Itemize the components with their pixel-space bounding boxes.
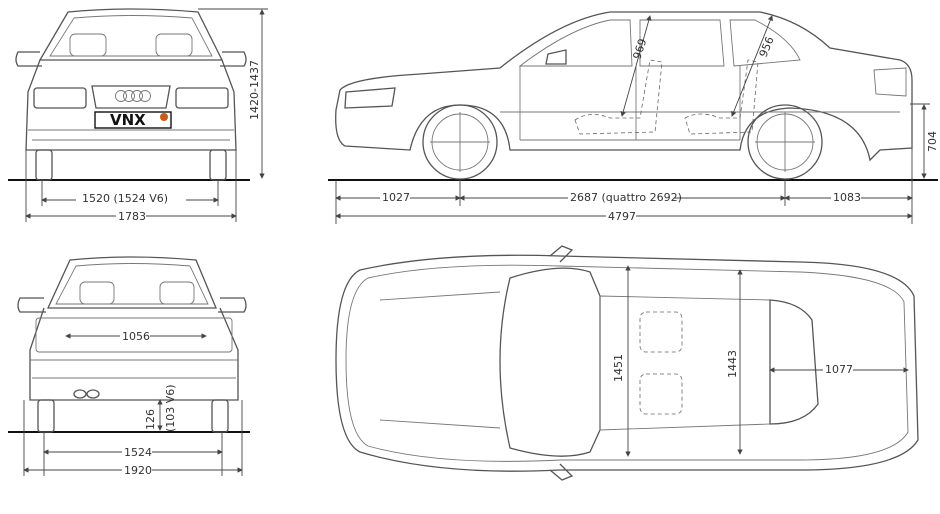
front-width-label: 1783	[118, 210, 146, 223]
front-left-wheel	[35, 149, 53, 181]
front-view: VNX 1420-1437 1520 (1524 V6) 1783	[8, 8, 268, 223]
top-view: 1451 1443 1077	[335, 245, 919, 481]
headroom-front-dimension	[620, 15, 652, 117]
plate-text: VNX	[110, 111, 146, 129]
front-right-wheel	[209, 149, 227, 181]
trunk-width-label: 1056	[122, 330, 150, 343]
headroom-front-label: 969	[630, 37, 649, 61]
rear-left-mirror	[17, 297, 46, 313]
ground-clearance-label: 126	[144, 409, 157, 430]
wheelbase-label: 2687 (quattro 2692)	[570, 191, 682, 204]
side-taillight	[873, 67, 907, 97]
audi-rings-logo	[115, 90, 151, 102]
top-body	[335, 254, 919, 472]
rear-right-wheel	[211, 399, 229, 433]
length-label: 4797	[608, 210, 636, 223]
side-rear-wheel	[747, 104, 823, 180]
rear-window	[46, 256, 217, 309]
rear-right-mirror	[218, 297, 247, 313]
front-left-mirror	[15, 51, 42, 67]
side-rear-window	[639, 19, 725, 67]
rear-overhang-label: 1083	[833, 191, 861, 204]
front-body	[25, 59, 237, 151]
front-right-mirror	[220, 51, 247, 67]
front-height-label: 1420-1437	[248, 60, 261, 120]
front-license-plate	[94, 111, 172, 129]
front-track-label: 1520 (1524 V6)	[82, 192, 168, 205]
top-left-mirror	[549, 245, 574, 263]
front-windshield	[38, 8, 224, 61]
top-width-rear-label: 1443	[726, 350, 739, 378]
side-body	[335, 11, 913, 162]
side-headlight	[344, 87, 396, 109]
rear-view: 1056 126 (103 V6) 1524 1920	[8, 256, 250, 477]
front-overhang-label: 1027	[382, 191, 410, 204]
top-roof	[599, 295, 771, 431]
top-rear-overhang-label: 1077	[825, 363, 853, 376]
rear-body	[29, 307, 239, 401]
plate-emblem-icon	[160, 113, 168, 121]
top-rear-window	[769, 299, 819, 425]
side-front-wheel	[422, 104, 498, 180]
top-right-mirror	[549, 463, 574, 481]
exhaust-right-icon	[86, 389, 100, 399]
exhaust-left-icon	[73, 389, 87, 399]
side-front-window	[518, 19, 633, 67]
rear-width-label: 1920	[124, 464, 152, 477]
front-left-headlight	[33, 87, 87, 109]
top-windshield	[499, 267, 601, 457]
rear-height-label: 704	[926, 131, 939, 152]
ground-clearance-v6-label: (103 V6)	[164, 384, 177, 432]
top-width-front-label: 1451	[612, 354, 625, 382]
rear-taillight-bar	[35, 317, 233, 353]
front-right-headlight	[175, 87, 229, 109]
rear-track-label: 1524	[124, 446, 152, 459]
front-grille	[91, 85, 171, 109]
headroom-rear-dimension	[731, 15, 773, 117]
rear-left-wheel	[37, 399, 55, 433]
side-mirror	[545, 49, 567, 65]
headroom-rear-label: 956	[757, 35, 777, 59]
side-view: 969 956 704 1027 2687 (quattro 2692)	[328, 11, 939, 224]
